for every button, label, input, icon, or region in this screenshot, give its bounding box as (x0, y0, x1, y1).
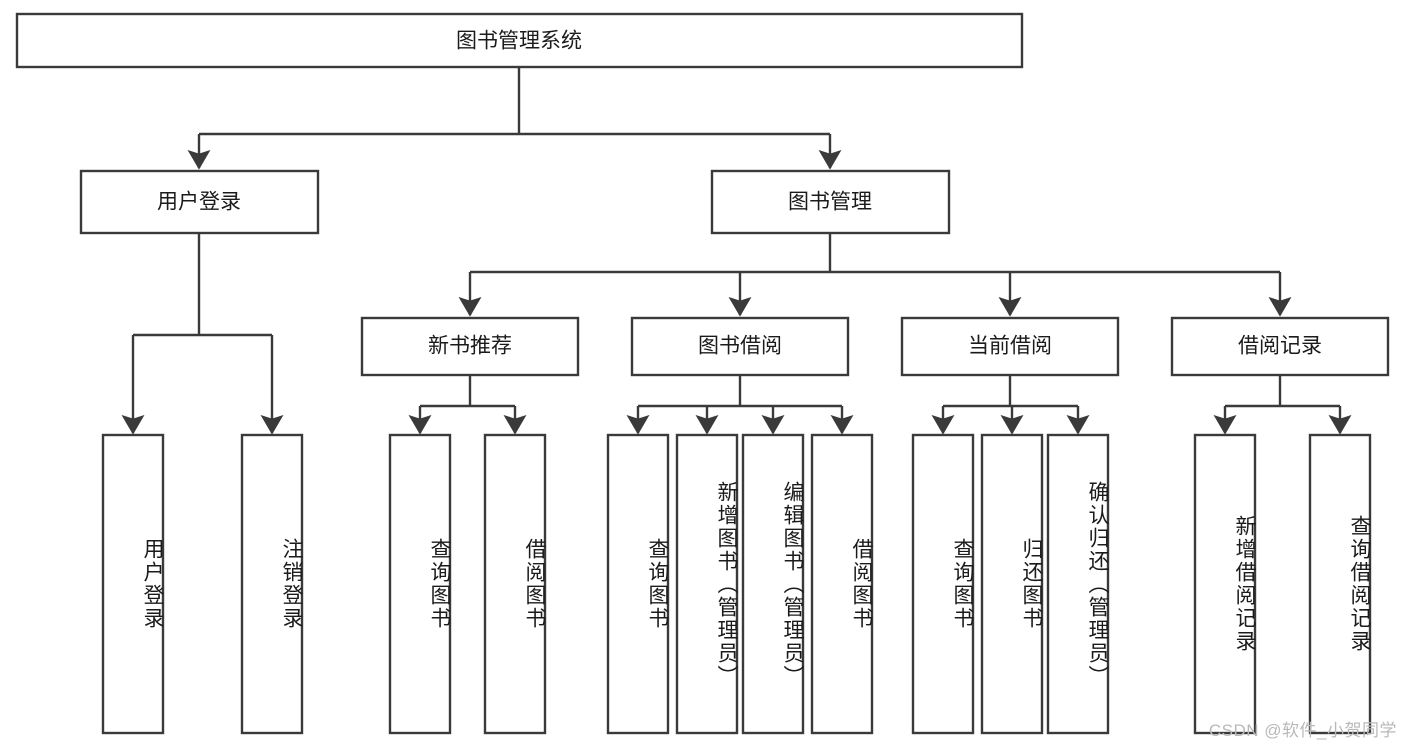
node-user-login[interactable]: 用户登录 (79, 169, 320, 235)
node-title[interactable]: 图书管理系统 (15, 12, 1024, 69)
node-box-user-login[interactable] (79, 169, 320, 235)
node-label-borrow-record: 借阅记录 (1238, 335, 1322, 358)
node-book-borrow[interactable]: 图书借阅 (630, 316, 850, 377)
node-label-book-manage: 图书管理 (788, 191, 872, 214)
node-box-borrow-record[interactable] (1170, 316, 1390, 377)
node-box-leaf-edit-book[interactable] (741, 433, 805, 735)
node-box-leaf-return-book[interactable] (980, 433, 1044, 735)
node-box-current-borrow[interactable] (900, 316, 1120, 377)
node-label-user-login: 用户登录 (157, 191, 241, 214)
node-borrow-record[interactable]: 借阅记录 (1170, 316, 1390, 377)
node-box-leaf-add-record[interactable] (1193, 433, 1257, 735)
node-current-borrow[interactable]: 当前借阅 (900, 316, 1120, 377)
node-box-leaf-query-book-3[interactable] (911, 433, 975, 735)
node-box-leaf-logout-login[interactable] (240, 433, 304, 735)
node-book-manage[interactable]: 图书管理 (710, 169, 951, 235)
node-label-new-book-recommend: 新书推荐 (428, 335, 512, 358)
node-box-leaf-query-record[interactable] (1308, 433, 1372, 735)
node-box-new-book-recommend[interactable] (360, 316, 580, 377)
leaf-boxes (101, 433, 1372, 735)
node-box-leaf-query-book-2[interactable] (606, 433, 670, 735)
node-new-book-recommend[interactable]: 新书推荐 (360, 316, 580, 377)
node-box-title[interactable] (15, 12, 1024, 69)
node-label-current-borrow: 当前借阅 (968, 335, 1052, 358)
node-label-title: 图书管理系统 (456, 30, 582, 53)
node-box-leaf-confirm-return[interactable] (1046, 433, 1110, 735)
node-box-leaf-user-login[interactable] (101, 433, 165, 735)
node-box-leaf-borrow-book-2[interactable] (810, 433, 874, 735)
node-box-leaf-borrow-book-1[interactable] (483, 433, 547, 735)
connectors (121, 67, 1352, 435)
node-box-book-manage[interactable] (710, 169, 951, 235)
node-box-leaf-add-book[interactable] (675, 433, 739, 735)
watermark-label: CSDN @软件_小贺同学 (1208, 721, 1397, 740)
node-box-leaf-query-book-1[interactable] (388, 433, 452, 735)
node-label-book-borrow: 图书借阅 (698, 335, 782, 358)
node-box-book-borrow[interactable] (630, 316, 850, 377)
